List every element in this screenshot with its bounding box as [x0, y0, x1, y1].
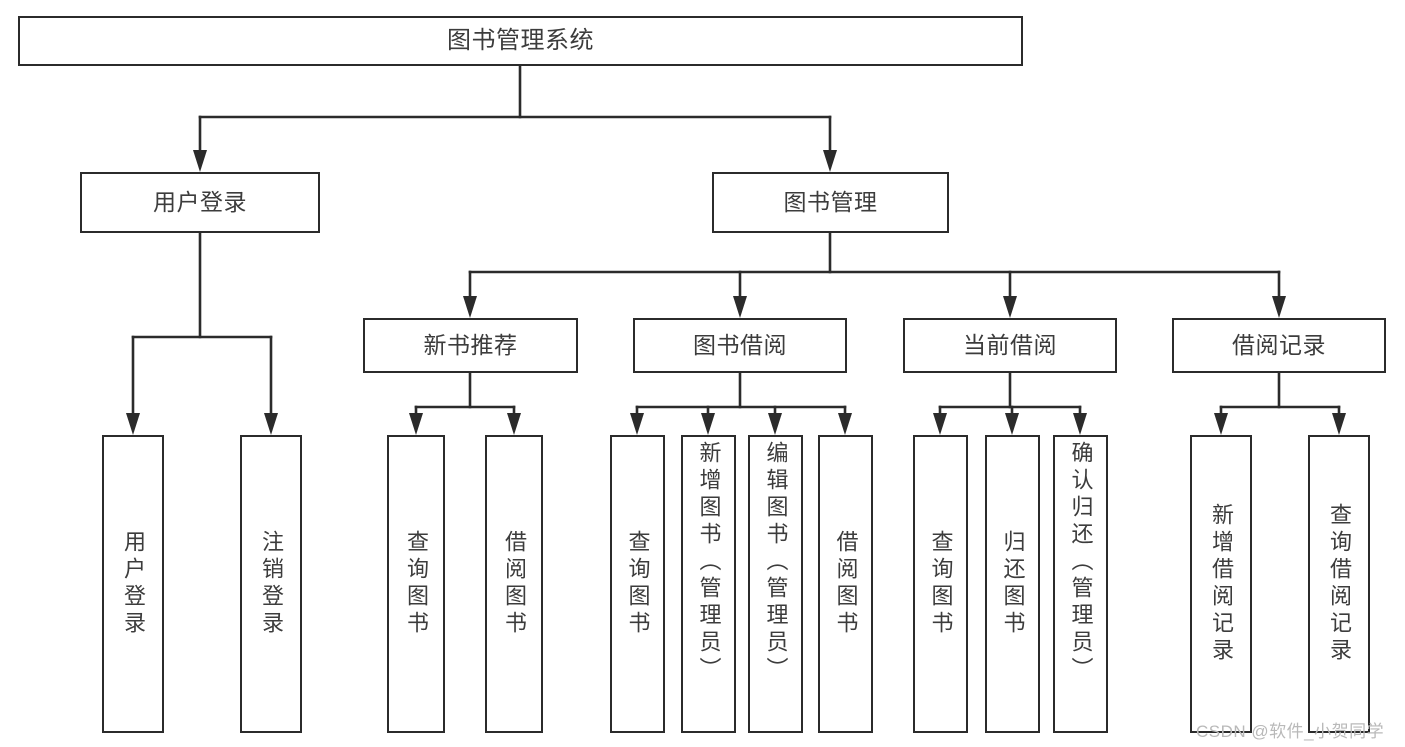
node-label: 查询图书: [404, 530, 429, 638]
node-label: 编辑图书（管理员）: [763, 441, 789, 684]
leaf-box-借阅图书: 借阅图书: [485, 435, 543, 733]
leaf-box-注销登录: 注销登录: [240, 435, 302, 733]
node-label: 归还图书: [1000, 530, 1026, 638]
node-label: 借阅图书: [502, 530, 527, 638]
watermark: CSDN @软件_小贺同学: [1196, 722, 1385, 741]
level1-box-用户登录: 用户登录: [80, 172, 320, 233]
node-label: 新增图书（管理员）: [696, 441, 722, 684]
node-label: 当前借阅: [963, 332, 1057, 359]
node-label: 用户登录: [121, 530, 146, 638]
node-label: 新书推荐: [423, 332, 518, 359]
leaf-box-确认归还管理员: 确认归还（管理员）: [1053, 435, 1108, 733]
level2-box-图书借阅: 图书借阅: [633, 318, 847, 373]
leaf-box-新增借阅记录: 新增借阅记录: [1190, 435, 1252, 733]
leaf-box-新增图书管理员: 新增图书（管理员）: [681, 435, 736, 733]
leaf-box-归还图书: 归还图书: [985, 435, 1040, 733]
root-box-图书管理系统: 图书管理系统: [18, 16, 1023, 66]
leaf-box-查询借阅记录: 查询借阅记录: [1308, 435, 1370, 733]
leaf-box-用户登录: 用户登录: [102, 435, 164, 733]
node-label: 图书管理系统: [447, 27, 594, 55]
level1-box-图书管理: 图书管理: [712, 172, 949, 233]
node-label: 图书借阅: [693, 332, 787, 359]
node-label: 确认归还（管理员）: [1068, 441, 1094, 684]
leaf-box-编辑图书管理员: 编辑图书（管理员）: [748, 435, 803, 733]
node-label: 用户登录: [153, 189, 247, 216]
node-label: 图书管理: [783, 189, 878, 216]
leaf-box-查询图书: 查询图书: [610, 435, 665, 733]
node-label: 查询图书: [625, 530, 651, 638]
node-label: 注销登录: [259, 530, 284, 638]
level2-box-借阅记录: 借阅记录: [1172, 318, 1386, 373]
leaf-box-查询图书: 查询图书: [387, 435, 445, 733]
node-label: 查询图书: [928, 530, 954, 638]
node-label: 查询借阅记录: [1327, 503, 1352, 665]
node-label: 新增借阅记录: [1209, 503, 1234, 665]
level2-box-新书推荐: 新书推荐: [363, 318, 578, 373]
level2-box-当前借阅: 当前借阅: [903, 318, 1117, 373]
node-label: 借阅记录: [1232, 332, 1326, 359]
leaf-box-借阅图书: 借阅图书: [818, 435, 873, 733]
leaf-box-查询图书: 查询图书: [913, 435, 968, 733]
node-label: 借阅图书: [833, 530, 859, 638]
